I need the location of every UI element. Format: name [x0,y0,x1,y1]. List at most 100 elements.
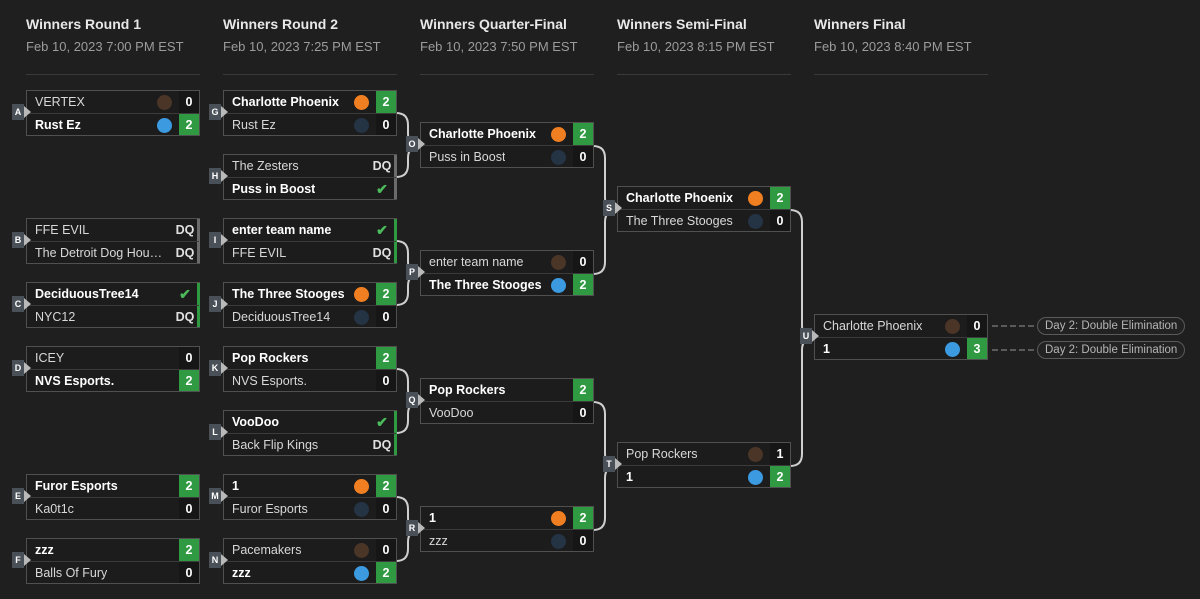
team-row[interactable]: The Three Stooges 2 [421,273,593,295]
team-row[interactable]: The Zesters DQ [224,155,396,177]
match-b[interactable]: B FFE EVIL DQ The Detroit Dog Hou… DQ [12,218,200,264]
match-t[interactable]: T Pop Rockers 1 1 2 [603,442,791,488]
team-row[interactable]: zzz 2 [224,561,396,583]
play-arrow-icon [418,266,425,278]
match-card[interactable]: Furor Esports 2 Ka0t1c 0 [26,474,200,520]
team-row[interactable]: Ka0t1c 0 [27,497,199,519]
team-row[interactable]: NVS Esports. 2 [27,369,199,391]
match-d[interactable]: D ICEY 0 NVS Esports. 2 [12,346,200,392]
match-card[interactable]: Pop Rockers 2 NVS Esports. 0 [223,346,397,392]
team-avatar-icon [748,470,763,485]
team-name: zzz [232,566,251,580]
team-row[interactable]: DeciduousTree14 0 [224,305,396,327]
team-score: 1 [770,443,790,465]
match-card[interactable]: VooDoo ✔ Back Flip Kings DQ [223,410,397,456]
match-l[interactable]: L VooDoo ✔ Back Flip Kings DQ [209,410,397,456]
team-row[interactable]: zzz 2 [27,539,199,561]
match-g[interactable]: G Charlotte Phoenix 2 Rust Ez 0 [209,90,397,136]
match-e[interactable]: E Furor Esports 2 Ka0t1c 0 [12,474,200,520]
match-card[interactable]: enter team name ✔ FFE EVIL DQ [223,218,397,264]
match-card[interactable]: enter team name 0 The Three Stooges 2 [420,250,594,296]
match-card[interactable]: Pacemakers 0 zzz 2 [223,538,397,584]
team-row[interactable]: The Detroit Dog Hou… DQ [27,241,199,263]
match-card[interactable]: 1 2 zzz 0 [420,506,594,552]
match-card[interactable]: FFE EVIL DQ The Detroit Dog Hou… DQ [26,218,200,264]
team-row[interactable]: Pacemakers 0 [224,539,396,561]
team-row[interactable]: The Three Stooges 0 [618,209,790,231]
match-card[interactable]: Charlotte Phoenix 0 1 3 [814,314,988,360]
next-stage-link-bottom[interactable]: Day 2: Double Elimination [1037,341,1186,359]
match-card[interactable]: Pop Rockers 2 VooDoo 0 [420,378,594,424]
play-arrow-icon [221,362,228,374]
team-row[interactable]: Puss in Boost ✔ [224,177,396,199]
match-a[interactable]: A VERTEX 0 Rust Ez 2 [12,90,200,136]
team-row[interactable]: Balls Of Fury 0 [27,561,199,583]
match-o[interactable]: O Charlotte Phoenix 2 Puss in Boost 0 [406,122,594,168]
play-arrow-icon [221,234,228,246]
match-f[interactable]: F zzz 2 Balls Of Fury 0 [12,538,200,584]
next-stage-link-top[interactable]: Day 2: Double Elimination [1037,317,1186,335]
team-row[interactable]: VooDoo ✔ [224,411,396,433]
team-row[interactable]: DeciduousTree14 ✔ [27,283,199,305]
team-name: enter team name [429,255,524,269]
team-row[interactable]: Rust Ez 2 [27,113,199,135]
team-row[interactable]: Pop Rockers 2 [421,379,593,401]
team-row[interactable]: Furor Esports 2 [27,475,199,497]
team-row[interactable]: Charlotte Phoenix 2 [421,123,593,145]
team-row[interactable]: enter team name ✔ [224,219,396,241]
team-row[interactable]: enter team name 0 [421,251,593,273]
match-card[interactable]: DeciduousTree14 ✔ NYC12 DQ [26,282,200,328]
team-row[interactable]: FFE EVIL DQ [224,241,396,263]
match-card[interactable]: Charlotte Phoenix 2 Puss in Boost 0 [420,122,594,168]
match-card[interactable]: zzz 2 Balls Of Fury 0 [26,538,200,584]
team-row[interactable]: Furor Esports 0 [224,497,396,519]
team-row[interactable]: 1 2 [618,465,790,487]
team-row[interactable]: 1 2 [224,475,396,497]
team-avatar-icon [354,543,369,558]
match-n[interactable]: N Pacemakers 0 zzz 2 [209,538,397,584]
round-header-1: Winners Round 1 Feb 10, 2023 7:00 PM EST [26,0,200,75]
match-u[interactable]: U Charlotte Phoenix 0 1 3 [800,314,988,360]
team-row[interactable]: Pop Rockers 1 [618,443,790,465]
match-m[interactable]: M 1 2 Furor Esports 0 [209,474,397,520]
team-row[interactable]: VERTEX 0 [27,91,199,113]
match-label: G [209,104,221,120]
match-q[interactable]: Q Pop Rockers 2 VooDoo 0 [406,378,594,424]
team-name: Pacemakers [232,543,302,557]
match-i[interactable]: I enter team name ✔ FFE EVIL DQ [209,218,397,264]
team-row[interactable]: Pop Rockers 2 [224,347,396,369]
play-arrow-icon [221,298,228,310]
team-row[interactable]: VooDoo 0 [421,401,593,423]
team-row[interactable]: Charlotte Phoenix 2 [224,91,396,113]
team-row[interactable]: NVS Esports. 0 [224,369,396,391]
round-title: Winners Round 1 [26,16,141,32]
team-row[interactable]: The Three Stooges 2 [224,283,396,305]
team-avatar-icon [551,255,566,270]
team-row[interactable]: zzz 0 [421,529,593,551]
match-r[interactable]: R 1 2 zzz 0 [406,506,594,552]
match-k[interactable]: K Pop Rockers 2 NVS Esports. 0 [209,346,397,392]
match-j[interactable]: J The Three Stooges 2 DeciduousTree14 0 [209,282,397,328]
team-row[interactable]: Rust Ez 0 [224,113,396,135]
match-card[interactable]: Pop Rockers 1 1 2 [617,442,791,488]
match-c[interactable]: C DeciduousTree14 ✔ NYC12 DQ [12,282,200,328]
team-row[interactable]: Charlotte Phoenix 2 [618,187,790,209]
team-row[interactable]: Puss in Boost 0 [421,145,593,167]
match-card[interactable]: ICEY 0 NVS Esports. 2 [26,346,200,392]
match-h[interactable]: H The Zesters DQ Puss in Boost ✔ [209,154,397,200]
team-row[interactable]: FFE EVIL DQ [27,219,199,241]
match-card[interactable]: Charlotte Phoenix 2 Rust Ez 0 [223,90,397,136]
team-row[interactable]: 1 3 [815,337,987,359]
team-row[interactable]: Back Flip Kings DQ [224,433,396,455]
match-card[interactable]: VERTEX 0 Rust Ez 2 [26,90,200,136]
match-card[interactable]: 1 2 Furor Esports 0 [223,474,397,520]
match-card[interactable]: The Three Stooges 2 DeciduousTree14 0 [223,282,397,328]
team-row[interactable]: 1 2 [421,507,593,529]
match-card[interactable]: Charlotte Phoenix 2 The Three Stooges 0 [617,186,791,232]
team-row[interactable]: ICEY 0 [27,347,199,369]
match-p[interactable]: P enter team name 0 The Three Stooges 2 [406,250,594,296]
team-row[interactable]: Charlotte Phoenix 0 [815,315,987,337]
match-s[interactable]: S Charlotte Phoenix 2 The Three Stooges … [603,186,791,232]
team-row[interactable]: NYC12 DQ [27,305,199,327]
match-card[interactable]: The Zesters DQ Puss in Boost ✔ [223,154,397,200]
